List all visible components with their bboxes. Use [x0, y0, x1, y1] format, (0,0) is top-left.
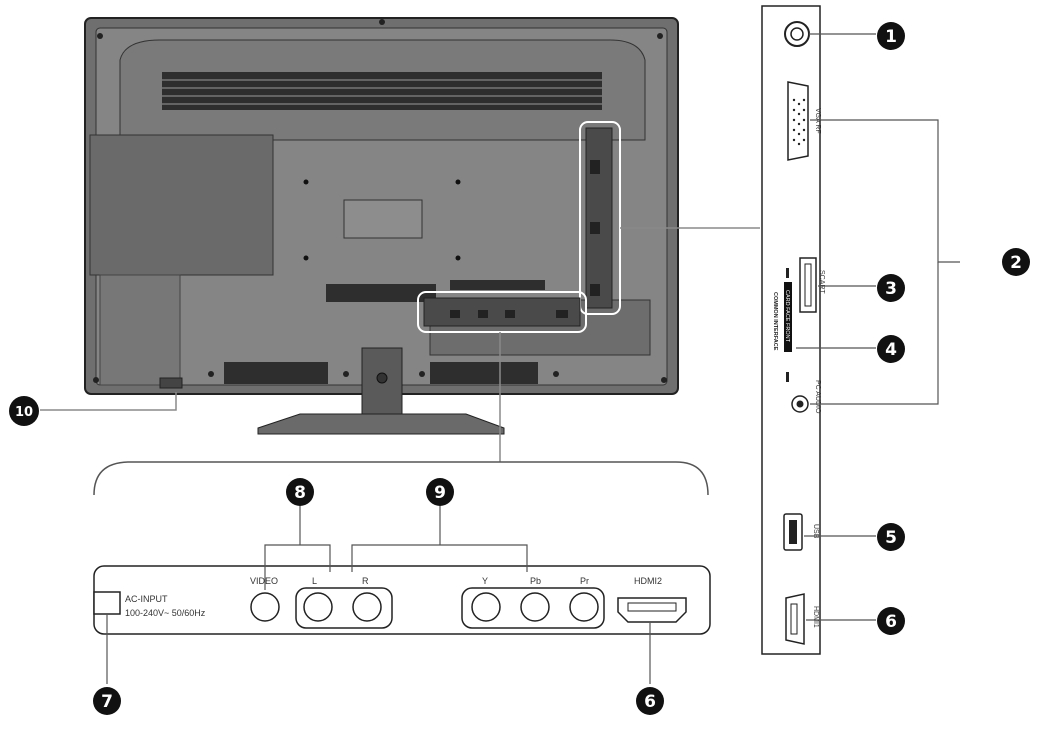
power-inlet-bump: [159, 377, 183, 389]
audio-r-label: R: [362, 576, 369, 586]
screw-top-left: [97, 33, 103, 39]
bottom-brace: [93, 461, 709, 496]
callout-badge-10: 10: [9, 396, 39, 426]
svg-text:8: 8: [294, 483, 306, 503]
vga-pins: [792, 98, 806, 146]
component-pr-jack: [569, 592, 599, 622]
bottom-port-highlight: [417, 291, 587, 333]
svg-text:10: 10: [15, 405, 33, 420]
usb-label: USB: [812, 524, 819, 539]
ci-slot-label: CARD FACE FRONT: [784, 290, 790, 343]
callout-badges: 1 2 3 4 5 6 6 7: [9, 22, 1030, 715]
callout-badge-1: 1: [877, 22, 905, 50]
bottom-vent-right: [430, 362, 538, 384]
video-jack: [250, 592, 280, 622]
vesa-hole-1: [303, 179, 309, 185]
audio-l-jack: [303, 592, 333, 622]
middle-vent: [326, 284, 436, 302]
svg-text:2: 2: [1010, 253, 1022, 273]
side-port-highlight: [579, 121, 621, 315]
left-raised-block: [89, 134, 274, 276]
tv-bottom-port-d: [556, 310, 568, 318]
callout-badge-8: 8: [286, 478, 314, 506]
tv-rear-view: [84, 17, 679, 435]
callout-badge-6-bottom: 6: [636, 687, 664, 715]
vga-rf-label: VGA RF: [814, 108, 821, 134]
leader-lines: [40, 227, 760, 462]
left-side-ridge: [99, 274, 181, 386]
scart-label: SCART: [818, 270, 825, 294]
bottom-connector-panel: AC-INPUT 100-240V~ 50/60Hz VIDEO L R Y P…: [93, 461, 711, 635]
callout-badge-4: 4: [877, 335, 905, 363]
component-y-label: Y: [482, 576, 488, 586]
svg-text:4: 4: [885, 340, 897, 360]
ac-input-rating: 100-240V~ 50/60Hz: [125, 608, 206, 618]
pc-audio-bracket-marker: [786, 372, 789, 382]
screw-top-right: [657, 33, 663, 39]
svg-text:9: 9: [434, 483, 446, 503]
component-pb-label: Pb: [530, 576, 541, 586]
svg-text:3: 3: [885, 279, 897, 299]
component-pr-label: Pr: [580, 576, 589, 586]
middle-vent-right: [450, 280, 545, 290]
tv-side-port-c: [590, 284, 600, 296]
bottom-vent-left: [224, 362, 328, 384]
side-connector-panel: VGA RF SCART COMMON INTERFACE CARD FACE …: [761, 5, 825, 655]
vesa-hole-2: [455, 179, 461, 185]
screw-bottom-right: [661, 377, 667, 383]
tv-bottom-port-c: [505, 310, 515, 318]
scart-bracket-marker: [786, 268, 789, 278]
vesa-hole-3: [303, 255, 309, 261]
side-callout-lines: [796, 33, 960, 621]
ac-input-socket: [93, 591, 121, 615]
component-y-jack: [471, 592, 501, 622]
audio-l-label: L: [312, 576, 317, 586]
tv-bottom-port-b: [478, 310, 488, 318]
pc-audio-jack-inner: [796, 400, 804, 408]
hdmi1-label: HDMI1: [812, 606, 819, 628]
rf-port-inner: [790, 27, 804, 41]
ci-slot: [784, 282, 792, 352]
screw-bottom-b: [343, 371, 349, 377]
top-vent-slats: [162, 79, 602, 105]
svg-text:6: 6: [885, 612, 897, 632]
stand-screw: [376, 372, 388, 384]
stand-base: [257, 413, 505, 435]
label-recess: [343, 199, 423, 239]
callout-badge-7: 7: [93, 687, 121, 715]
callout-badge-2: 2: [1002, 248, 1030, 276]
tv-bottom-port-a: [450, 310, 460, 318]
callout-badge-6-side: 6: [877, 607, 905, 635]
screw-bottom-c: [419, 371, 425, 377]
ac-input-label: AC-INPUT: [125, 594, 168, 604]
callout-badge-5: 5: [877, 523, 905, 551]
hdmi2-label: HDMI2: [634, 576, 662, 586]
svg-text:5: 5: [885, 528, 897, 548]
screw-top-center: [379, 19, 385, 25]
callout-badge-9: 9: [426, 478, 454, 506]
screw-bottom-a: [208, 371, 214, 377]
usb-port-tongue: [789, 520, 797, 544]
video-label: VIDEO: [250, 576, 278, 586]
callout-badge-3: 3: [877, 274, 905, 302]
hdmi2-port-inner: [627, 602, 677, 612]
scart-port-inner: [804, 263, 812, 307]
tv-side-port-b: [590, 222, 600, 234]
common-interface-title: COMMON INTERFACE: [772, 292, 778, 351]
screw-bottom-left: [93, 377, 99, 383]
tv-side-port-a: [590, 160, 600, 174]
component-pb-jack: [520, 592, 550, 622]
vesa-hole-4: [455, 255, 461, 261]
vga-port: [787, 81, 809, 161]
tv-side-connector-strip: [585, 127, 613, 309]
hdmi1-port-inner: [790, 603, 798, 635]
svg-text:1: 1: [885, 27, 897, 47]
svg-text:7: 7: [101, 692, 113, 712]
svg-text:6: 6: [644, 692, 656, 712]
pc-audio-label: PC AUDIO: [814, 380, 821, 414]
bottom-callout-lines: [106, 506, 651, 684]
audio-r-jack: [352, 592, 382, 622]
screw-bottom-d: [553, 371, 559, 377]
